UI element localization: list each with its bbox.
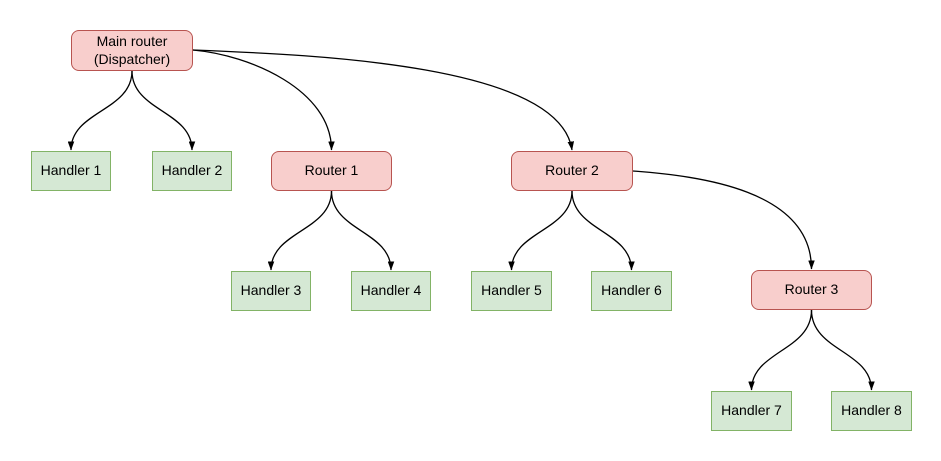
node-handler-1: Handler 1 [31, 151, 111, 191]
edge-main-to-router1 [192, 49, 335, 151]
node-handler-5: Handler 5 [471, 271, 552, 311]
node-label: Handler 8 [841, 402, 902, 419]
node-router-2: Router 2 [511, 151, 633, 191]
node-label: Handler 2 [161, 162, 223, 179]
edge-main-to-handler1 [67, 70, 133, 151]
node-handler-2: Handler 2 [152, 151, 232, 191]
edge-main-to-handler2 [131, 70, 196, 151]
node-main-router-dispatcher: Main router (Dispatcher) [71, 30, 193, 71]
node-label: Handler 3 [240, 282, 302, 299]
node-label: Handler 7 [721, 402, 782, 419]
node-label: Router 2 [545, 162, 599, 179]
node-label: Handler 1 [40, 162, 102, 179]
node-handler-4: Handler 4 [351, 271, 431, 311]
node-handler-7: Handler 7 [711, 391, 792, 431]
node-router-1: Router 1 [271, 151, 392, 191]
node-router-3: Router 3 [751, 270, 872, 310]
node-handler-6: Handler 6 [591, 271, 672, 311]
node-label: Router 3 [784, 281, 839, 298]
edge-router3-to-handler8 [810, 309, 875, 391]
edge-router2-to-handler5 [508, 190, 573, 271]
edge-router1-to-handler4 [330, 190, 395, 271]
node-handler-3: Handler 3 [231, 271, 311, 311]
edge-router3-to-handler7 [748, 309, 813, 391]
node-label: Handler 5 [481, 282, 542, 299]
edge-main-to-router2 [192, 49, 575, 151]
node-handler-8: Handler 8 [831, 391, 912, 431]
edge-router2-to-handler6 [571, 190, 635, 271]
edge-router1-to-handler3 [267, 190, 333, 271]
node-label: Main router (Dispatcher) [94, 33, 170, 67]
node-label-line1: Main router [96, 33, 168, 50]
node-label: Handler 4 [360, 282, 422, 299]
edge-router2-to-router3 [632, 170, 815, 270]
node-label: Router 1 [304, 162, 359, 179]
node-label: Handler 6 [601, 282, 662, 299]
node-label-line2: (Dispatcher) [93, 50, 171, 67]
